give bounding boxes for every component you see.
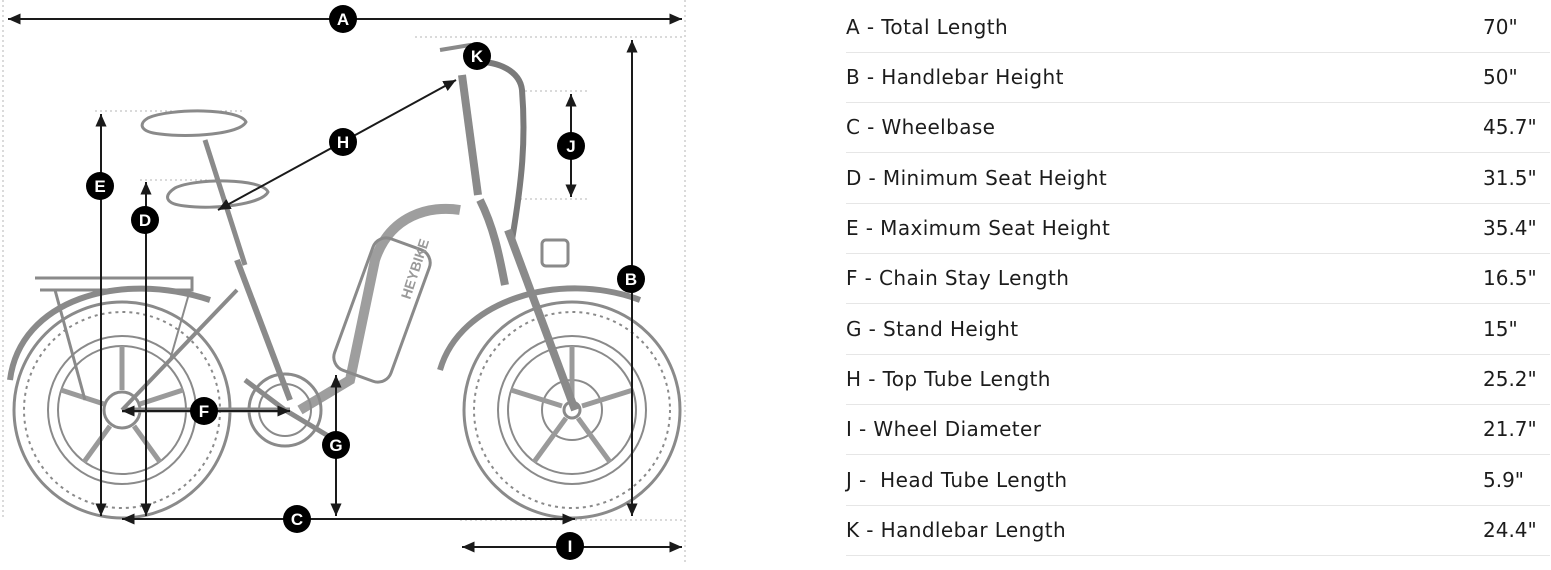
svg-text:C: C bbox=[291, 510, 303, 529]
frame-brand-text: HEYBIKE bbox=[398, 237, 432, 301]
battery-pack bbox=[332, 236, 432, 384]
svg-text:B: B bbox=[625, 270, 637, 289]
spec-row-wheel-diameter: I - Wheel Diameter 21.7" bbox=[846, 404, 1550, 455]
spec-label: G - Stand Height bbox=[846, 317, 1019, 341]
bike-sketch: HEYBIKE A B C D E F G H I J K bbox=[2, 0, 686, 565]
dimension-markers: A B C D E F G H I J K bbox=[86, 5, 645, 560]
svg-text:K: K bbox=[471, 47, 484, 66]
svg-text:I: I bbox=[568, 537, 573, 556]
spec-label: A - Total Length bbox=[846, 15, 1009, 39]
marker-d: D bbox=[131, 206, 159, 234]
spec-label: J - Head Tube Length bbox=[846, 468, 1068, 492]
svg-text:D: D bbox=[139, 211, 151, 230]
bike-drawing bbox=[7, 42, 682, 520]
reference-lines bbox=[2, 0, 686, 565]
svg-text:A: A bbox=[337, 10, 349, 29]
spec-value: 16.5" bbox=[1483, 266, 1537, 290]
spec-row-handlebar-height: B - Handlebar Height 50" bbox=[846, 52, 1550, 103]
saddle-max bbox=[140, 109, 248, 137]
bike-dimension-diagram: HEYBIKE A B C D E F G H I J K bbox=[0, 0, 700, 565]
spec-value: 45.7" bbox=[1483, 115, 1537, 139]
spec-table: A - Total Length 70" B - Handlebar Heigh… bbox=[846, 0, 1551, 565]
marker-e: E bbox=[86, 172, 114, 200]
spec-row-chain-stay-length: F - Chain Stay Length 16.5" bbox=[846, 253, 1550, 304]
spec-value: 5.9" bbox=[1483, 468, 1525, 492]
spec-value: 35.4" bbox=[1483, 216, 1537, 240]
marker-k: K bbox=[463, 42, 491, 70]
spec-label: I - Wheel Diameter bbox=[846, 417, 1042, 441]
svg-text:J: J bbox=[566, 137, 575, 156]
marker-i: I bbox=[556, 532, 584, 560]
spec-row-maximum-seat-height: E - Maximum Seat Height 35.4" bbox=[846, 203, 1550, 254]
svg-text:H: H bbox=[337, 133, 349, 152]
spec-value: 21.7" bbox=[1483, 417, 1537, 441]
spec-label: B - Handlebar Height bbox=[846, 65, 1064, 89]
marker-a: A bbox=[329, 5, 357, 33]
spec-label: F - Chain Stay Length bbox=[846, 266, 1070, 290]
spec-label: K - Handlebar Length bbox=[846, 518, 1067, 542]
spec-row-total-length: A - Total Length 70" bbox=[846, 2, 1550, 53]
dimension-lines bbox=[8, 13, 682, 553]
spec-row-top-tube-length: H - Top Tube Length 25.2" bbox=[846, 354, 1550, 405]
marker-j: J bbox=[557, 132, 585, 160]
spec-value: 25.2" bbox=[1483, 367, 1537, 391]
svg-text:G: G bbox=[329, 436, 342, 455]
marker-h: H bbox=[329, 128, 357, 156]
spec-value: 31.5" bbox=[1483, 166, 1537, 190]
spec-row-minimum-seat-height: D - Minimum Seat Height 31.5" bbox=[846, 153, 1550, 204]
spec-value: 15" bbox=[1483, 317, 1518, 341]
spec-row-wheelbase: C - Wheelbase 45.7" bbox=[846, 102, 1550, 153]
spec-value: 50" bbox=[1483, 65, 1518, 89]
marker-b: B bbox=[617, 265, 645, 293]
spec-label: E - Maximum Seat Height bbox=[846, 216, 1111, 240]
spec-value: 24.4" bbox=[1483, 518, 1537, 542]
marker-g: G bbox=[322, 431, 350, 459]
spec-label: H - Top Tube Length bbox=[846, 367, 1051, 391]
spec-row-handlebar-length: K - Handlebar Length 24.4" bbox=[846, 505, 1550, 556]
spec-row-head-tube-length: J - Head Tube Length 5.9" bbox=[846, 455, 1550, 506]
svg-text:E: E bbox=[94, 177, 105, 196]
svg-text:F: F bbox=[199, 402, 209, 421]
spec-label: C - Wheelbase bbox=[846, 115, 996, 139]
marker-c: C bbox=[283, 505, 311, 533]
spec-label: D - Minimum Seat Height bbox=[846, 166, 1108, 190]
marker-f: F bbox=[190, 397, 218, 425]
spec-value: 70" bbox=[1483, 15, 1518, 39]
spec-row-stand-height: G - Stand Height 15" bbox=[846, 304, 1550, 355]
